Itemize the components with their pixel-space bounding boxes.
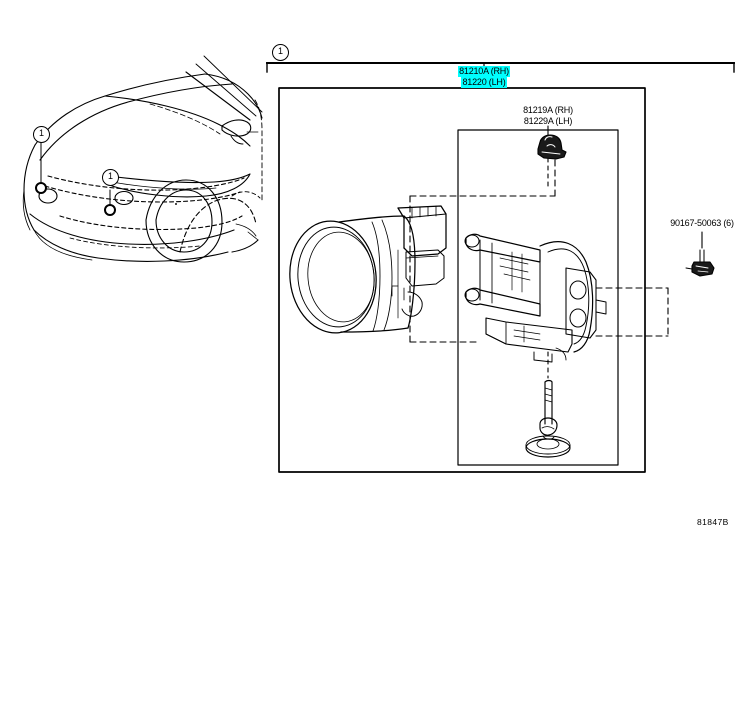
- fog-lamp-label-rh: 81210A (RH): [458, 66, 510, 77]
- clip-part-label: 81219A (RH) 81229A (LH): [500, 105, 596, 127]
- vehicle-callout-dot-bumper-center: [104, 204, 116, 216]
- vehicle-callout-1-bumper-center: 1: [102, 169, 119, 186]
- clip-label-rh: 81219A (RH): [523, 105, 573, 115]
- fog-lamp-label-lh: 81220 (LH): [461, 77, 507, 88]
- group-callout-1: 1: [272, 44, 289, 61]
- fog-lamp-part-label: 81210A (RH) 81220 (LH): [438, 66, 530, 88]
- drawing-code: 81847B: [697, 517, 729, 527]
- vehicle-callout-dot-front-left: [35, 182, 47, 194]
- clip-label-lh: 81229A (LH): [523, 116, 573, 126]
- vehicle-callout-1-front-left: 1: [33, 126, 50, 143]
- bolt-part-label: 90167-50063 (6): [662, 218, 742, 229]
- bolt-label: 90167-50063 (6): [670, 218, 734, 228]
